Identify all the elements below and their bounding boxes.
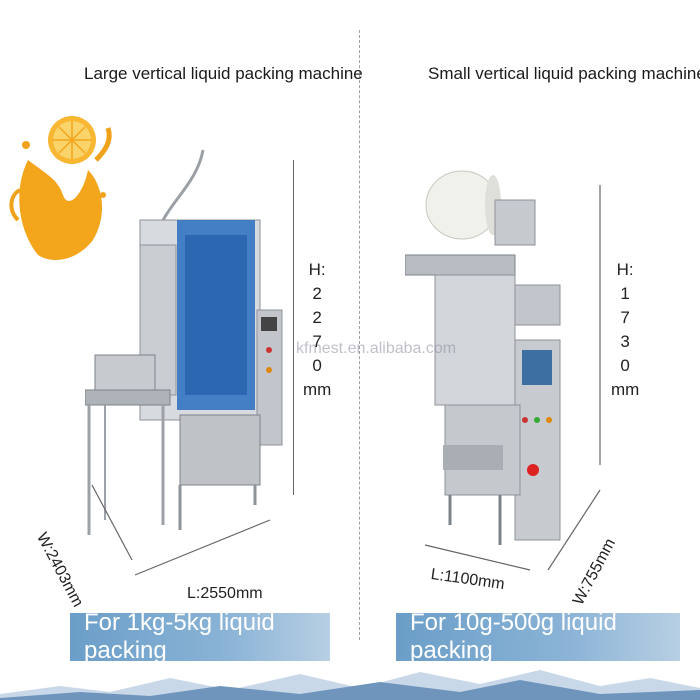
center-divider [359, 30, 360, 640]
right-height-char: H: [616, 260, 634, 279]
left-height-char: H: [308, 260, 326, 279]
left-height-label: H: 2 2 7 0 mm [303, 258, 331, 402]
left-title: Large vertical liquid packing machine [84, 64, 363, 83]
right-length-label: L:1100mm [429, 566, 506, 594]
left-width-label: W:2403mm [32, 530, 87, 610]
left-height-char: 7 [312, 332, 322, 351]
right-height-label: H: 1 7 3 0 mm [611, 258, 639, 402]
right-height-char: mm [611, 380, 640, 399]
left-length-label: L:2550mm [187, 585, 263, 602]
right-height-char: 0 [620, 356, 630, 375]
right-capacity-banner: For 10g-500g liquid packing [396, 609, 680, 664]
large-machine-image [85, 149, 283, 535]
right-height-char: 3 [620, 332, 630, 351]
left-height-char: 2 [312, 284, 322, 303]
left-height-line [293, 160, 294, 495]
left-height-char: mm [303, 380, 332, 399]
orange-juice-splash-image [9, 116, 112, 260]
left-height-char: 2 [312, 308, 322, 327]
watermark: kfmest.en.alibaba.com [296, 340, 457, 357]
bottom-landscape-decoration [0, 670, 700, 700]
small-machine-image [405, 170, 561, 545]
right-height-char: 7 [620, 308, 630, 327]
left-height-char: 0 [312, 356, 322, 375]
right-height-char: 1 [620, 284, 630, 303]
left-capacity-banner: For 1kg-5kg liquid packing [70, 609, 330, 664]
right-title: Small vertical liquid packing machine [428, 64, 700, 83]
